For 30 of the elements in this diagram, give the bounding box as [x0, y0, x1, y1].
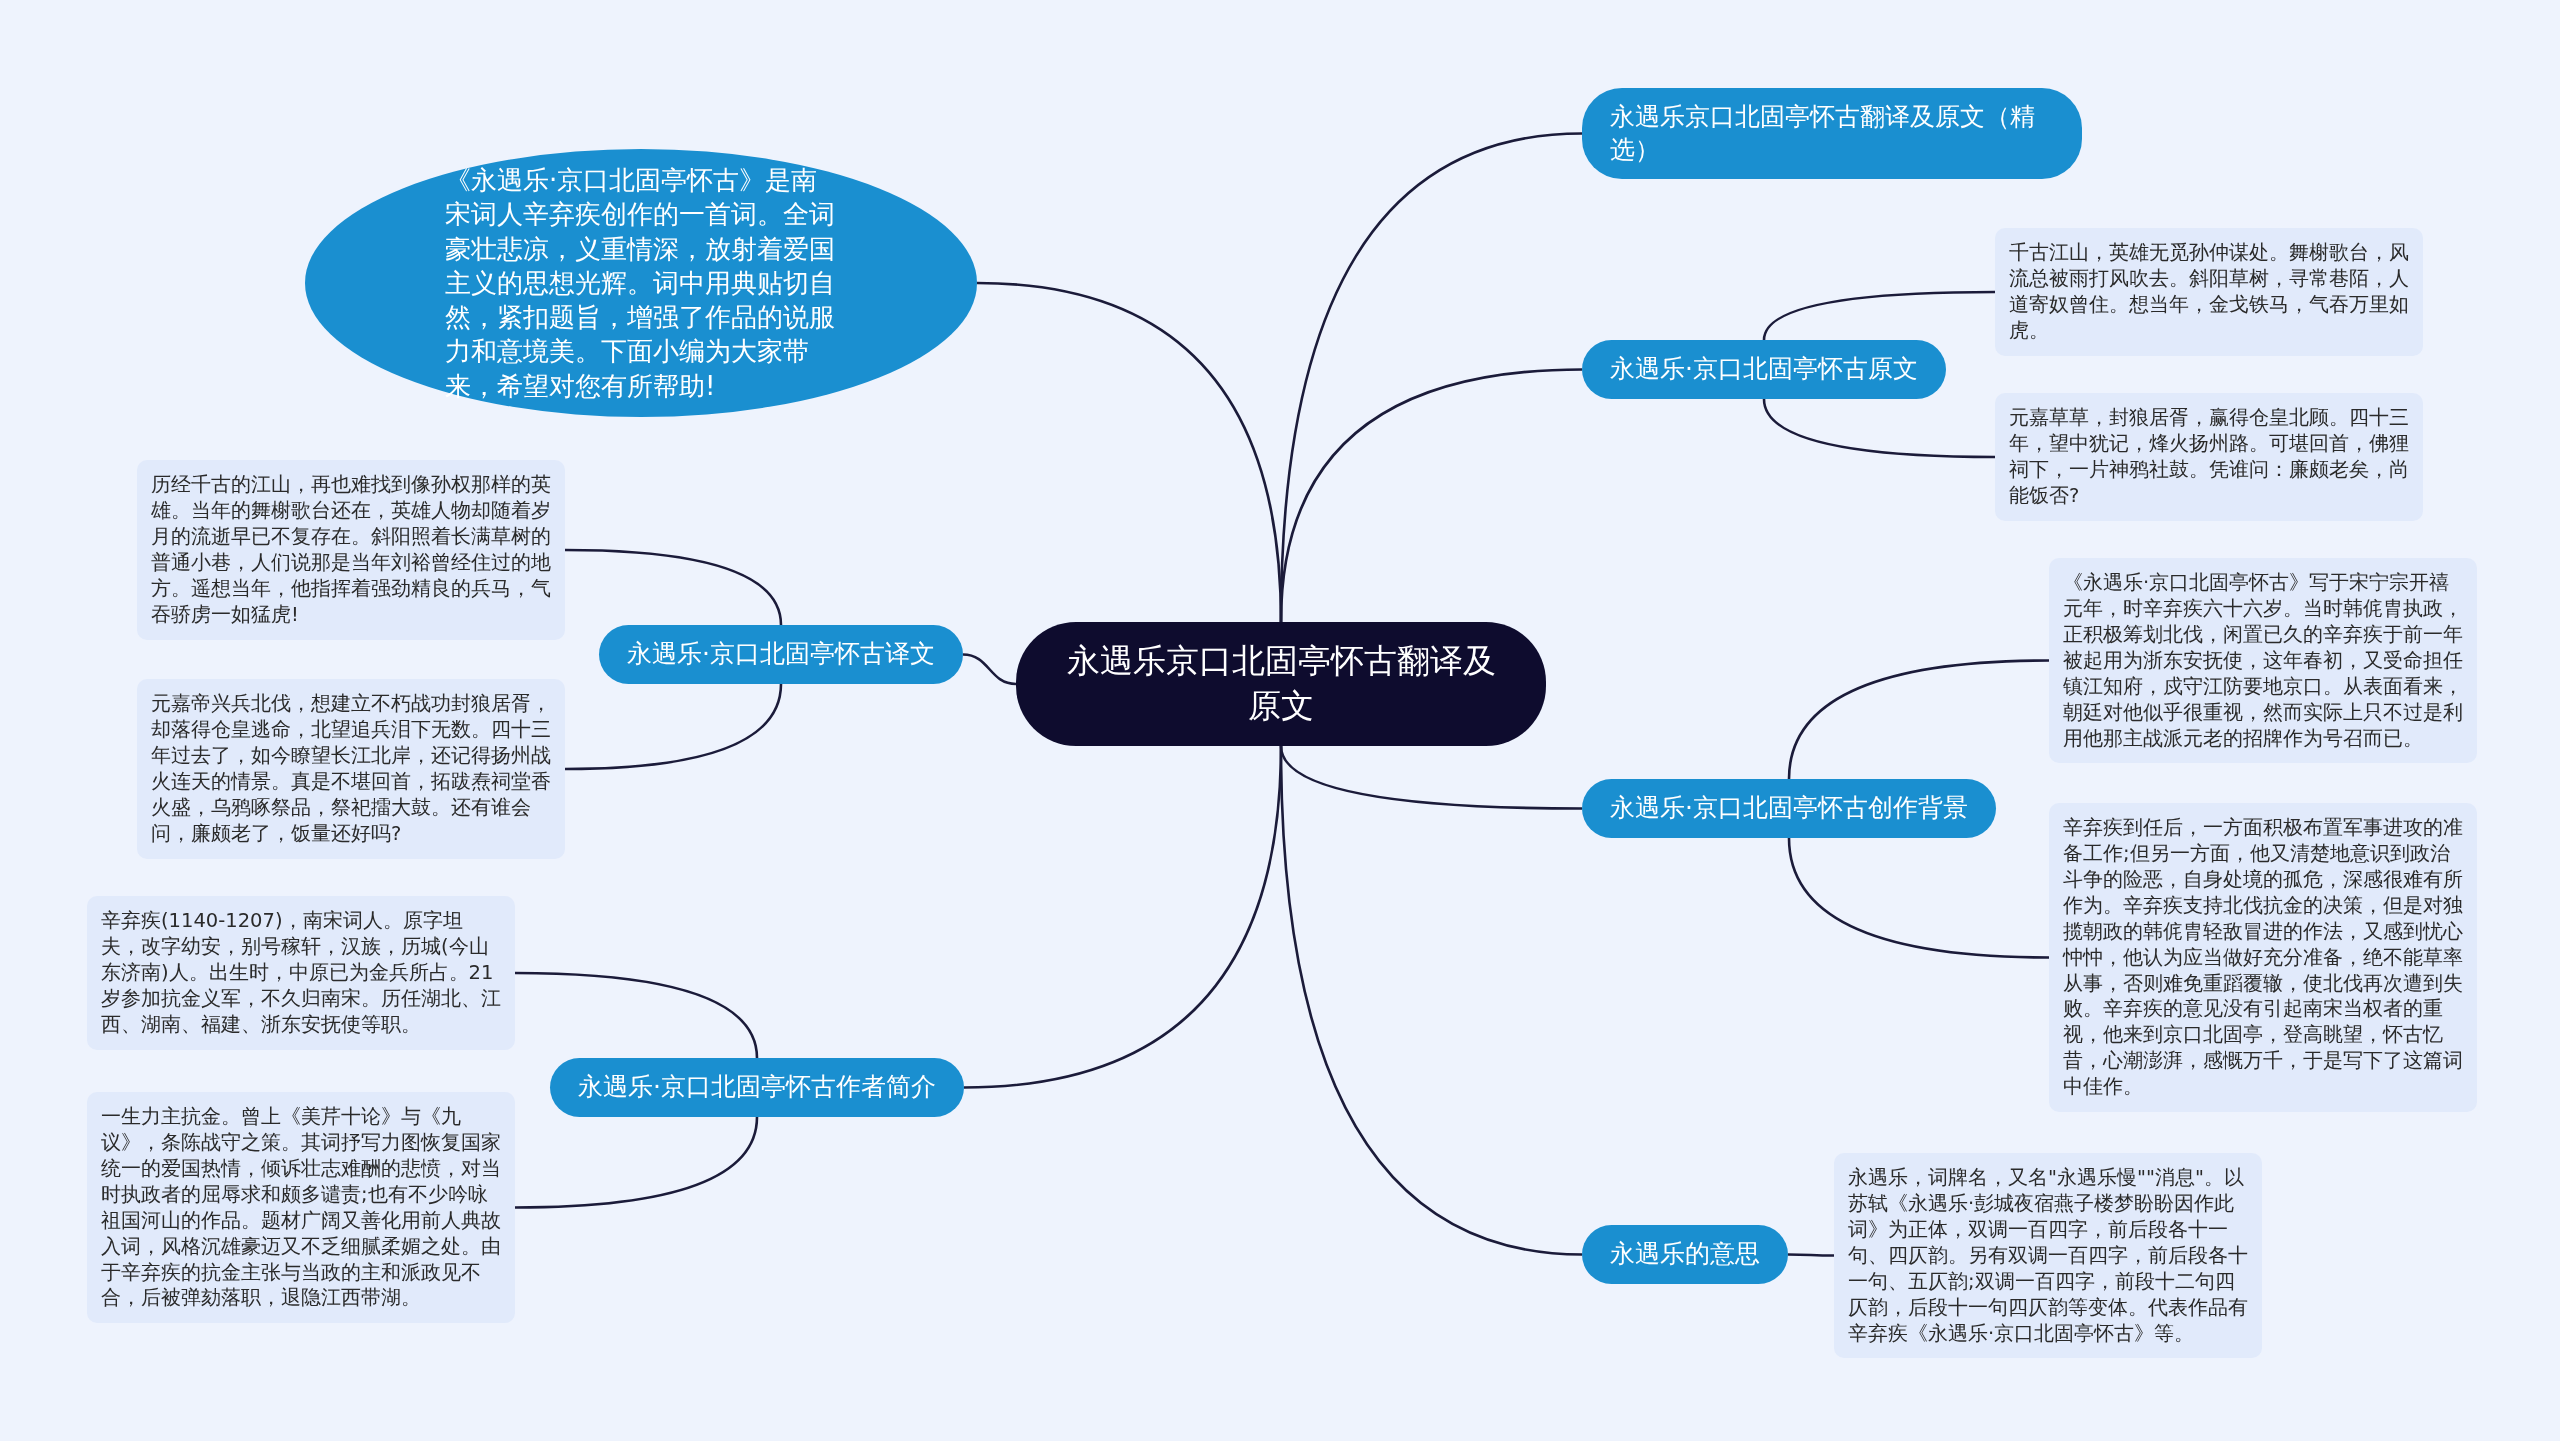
connector-line	[564, 683, 783, 771]
connector-line	[1787, 837, 2050, 959]
central-topic: 永遇乐京口北固亭怀古翻译及原文	[1016, 622, 1546, 746]
intro-bubble: 《永遇乐·京口北固亭怀古》是南宋词人辛弃疾创作的一首词。全词豪壮悲凉，义重情深，放射着爱国主义的思想光辉。词中用典贴切自然，紧扣题旨，增强了作品的说服力和意境美。下面小编为大家带来，希望对您有所帮助!	[305, 149, 977, 417]
connector-line	[514, 971, 759, 1059]
text-card: 永遇乐，词牌名，又名"永遇乐慢""消息"。以苏轼《永遇乐·彭城夜宿燕子楼梦盼盼因作此词》为正体，双调一百四字，前后段各十一句、四仄韵。另有双调一百四字，前后段各十一句、五仄韵;双调一百四字，前段十二句四仄韵，后段十一句四仄韵等变体。代表作品有辛弃疾《永遇乐·京口北固亭怀古》等。	[1834, 1153, 2262, 1359]
connector-line	[1762, 398, 1995, 459]
connector-line	[1762, 290, 1995, 341]
connector-line	[963, 745, 1283, 1089]
text-card: 辛弃疾(1140-1207)，南宋词人。原字坦夫，改字幼安，别号稼轩，汉族，历城(今山东济南)人。出生时，中原已为金兵所占。21岁参加抗金义军，不久归南宋。历任湖北、江西、湖南、福建、浙东安抚使等职。	[87, 896, 515, 1050]
connector-line	[962, 653, 1017, 686]
topic-pill: 永遇乐京口北固亭怀古翻译及原文（精选）	[1582, 88, 2082, 179]
connector-line	[1279, 745, 1582, 810]
text-card: 一生力主抗金。曾上《美芹十论》与《九议》，条陈战守之策。其词抒写力图恢复国家统一的爱国热情，倾诉壮志难酬的悲愤，对当时执政者的屈辱求和颇多谴责;也有不少吟咏祖国河山的作品。题材广阔又善化用前人典故入词，风格沉雄豪迈又不乏细腻柔媚之处。由于辛弃疾的抗金主张与当政的主和派政见不合，后被弹劾落职，退隐江西带湖。	[87, 1092, 515, 1324]
text-card: 元嘉草草，封狼居胥，赢得仓皇北顾。四十三年，望中犹记，烽火扬州路。可堪回首，佛狸祠下，一片神鸦社鼓。凭谁问：廉颇老矣，尚能饭否?	[1995, 393, 2423, 521]
connector-line	[1788, 1253, 1834, 1257]
connector-line	[514, 1116, 759, 1209]
connector-line	[1279, 368, 1583, 623]
text-card: 《永遇乐·京口北固亭怀古》写于宋宁宗开禧元年，时辛弃疾六十六岁。当时韩侂胄执政，正积极筹划北伐，闲置已久的辛弃疾于前一年被起用为浙东安抚使，这年春初，又受命担任镇江知府，戍守江防要地京口。从表面看来，朝廷对他似乎很重视，然而实际上只不过是利用他那主战派元老的招牌作为号召而已。	[2049, 558, 2477, 764]
topic-pill: 永遇乐·京口北固亭怀古原文	[1582, 340, 1946, 399]
topic-pill: 永遇乐·京口北固亭怀古创作背景	[1582, 779, 1996, 838]
topic-pill: 永遇乐的意思	[1582, 1225, 1788, 1284]
topic-pill: 永遇乐·京口北固亭怀古作者简介	[550, 1058, 964, 1117]
text-card: 历经千古的江山，再也难找到像孙权那样的英雄。当年的舞榭歌台还在，英雄人物却随着岁月的流逝早已不复存在。斜阳照着长满草树的普通小巷，人们说那是当年刘裕曾经住过的地方。遥想当年，他指挥着强劲精良的兵马，气吞骄虏一如猛虎!	[137, 460, 565, 640]
text-card: 辛弃疾到任后，一方面积极布置军事进攻的准备工作;但另一方面，他又清楚地意识到政治斗争的险恶，自身处境的孤危，深感很难有所作为。辛弃疾支持北伐抗金的决策，但是对独揽朝政的韩侂胄轻敌冒进的作法，又感到忧心忡忡，他认为应当做好充分准备，绝不能草率从事，否则难免重蹈覆辙，使北伐再次遭到失败。辛弃疾的意见没有引起南宋当权者的重视，他来到京口北固亭，登高眺望，怀古忆昔，心潮澎湃，感慨万千，于是写下了这篇词中佳作。	[2049, 803, 2477, 1113]
text-card: 千古江山，英雄无觅孙仲谋处。舞榭歌台，风流总被雨打风吹去。斜阳草树，寻常巷陌，人道寄奴曾住。想当年，金戈铁马，气吞万里如虎。	[1995, 228, 2423, 356]
connector-line	[565, 548, 783, 626]
connector-line	[1787, 659, 2050, 780]
topic-pill: 永遇乐·京口北固亭怀古译文	[599, 625, 963, 684]
text-card: 元嘉帝兴兵北伐，想建立不朽战功封狼居胥，却落得仓皇逃命，北望追兵泪下无数。四十三年过去了，如今瞭望长江北岸，还记得扬州战火连天的情景。真是不堪回首，拓跋焘祠堂香火盛，乌鸦啄祭品，祭祀擂大鼓。还有谁会问，廉颇老了，饭量还好吗?	[137, 679, 565, 859]
